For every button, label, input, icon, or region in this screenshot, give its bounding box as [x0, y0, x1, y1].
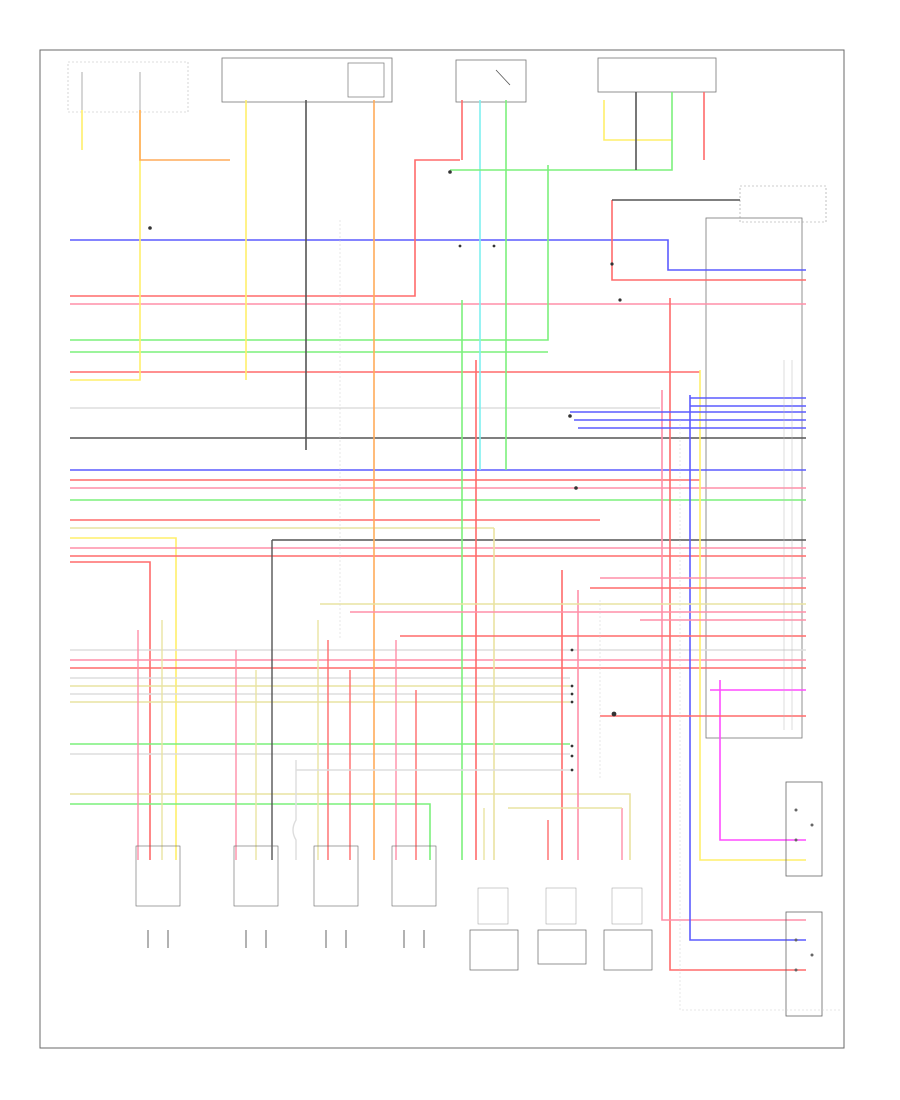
sensor-drops [137, 540, 623, 860]
diagram-frame [39, 49, 845, 1049]
relay-top-center [455, 59, 527, 103]
sensor-connector-1 [135, 845, 181, 948]
sensor-connector-5 [469, 887, 519, 971]
vertical-wires [81, 92, 806, 971]
engine-control-module [705, 185, 827, 739]
harness-wires [70, 110, 806, 860]
sensor-connector-2 [233, 845, 279, 948]
power-box-top-right [597, 57, 717, 93]
splice-points [148, 170, 622, 772]
sensor-block-top-left [67, 61, 189, 150]
right-connector-upper [785, 781, 823, 877]
ecm-pin-wires [320, 577, 806, 717]
ecm-pin-column [783, 360, 793, 730]
sensor-connector-3 [313, 845, 359, 948]
right-connector-lower [785, 911, 823, 1017]
sensor-connector-6 [537, 887, 587, 965]
reference-lines [339, 220, 840, 1011]
fuse-block-top [221, 57, 393, 103]
sensor-connector-7 [603, 887, 653, 971]
sensor-connector-4 [391, 845, 437, 948]
blue-bundle [570, 397, 806, 429]
